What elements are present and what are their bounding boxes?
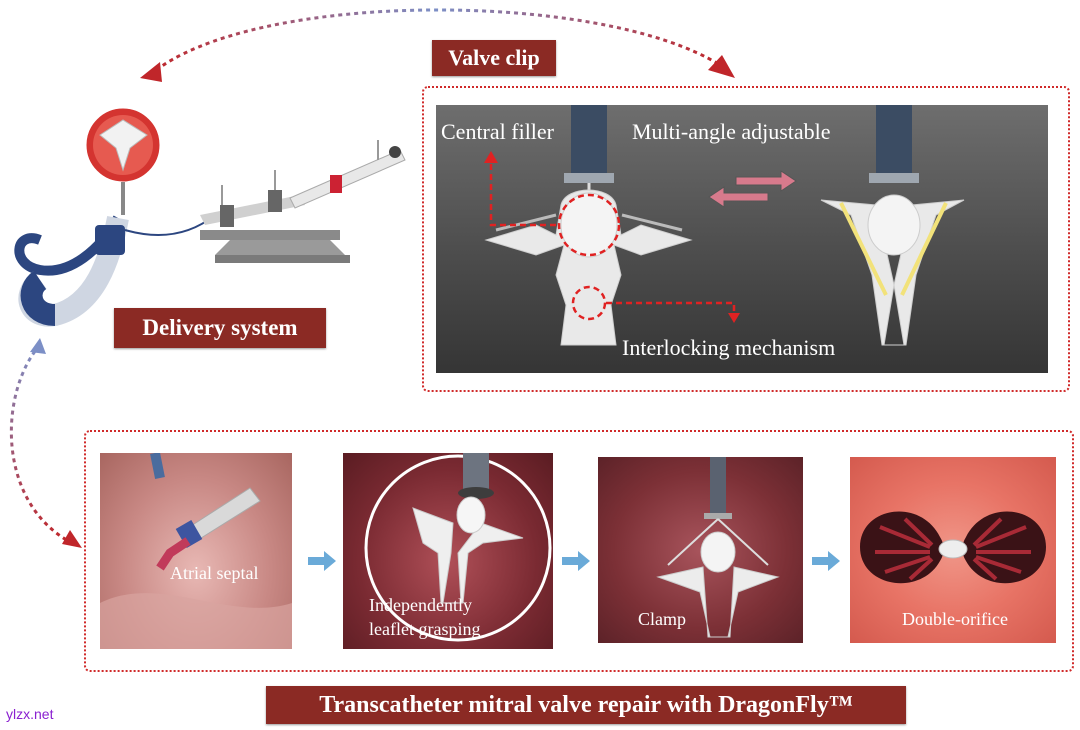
central-filler-label: Central filler	[441, 119, 555, 144]
delivery-system-illustration	[14, 105, 406, 327]
catheter-crossing-render	[100, 453, 292, 649]
procedure-steps-box	[84, 430, 1074, 672]
valve-clip-render	[484, 105, 965, 346]
step-clamp-image: Clamp	[598, 457, 803, 643]
watermark-text: ylzx.net	[6, 706, 54, 722]
valve-clip-panel: Central filler Multi-angle adjustable In…	[436, 105, 1048, 373]
step-arrow-2	[562, 551, 590, 571]
step-clamp-label: Clamp	[638, 609, 686, 629]
step-leaflet-grasping-label-1: Independently	[369, 595, 472, 615]
double-orifice-render	[860, 511, 1046, 584]
step-atrial-septal-label: Atrial septal	[170, 563, 259, 583]
step-double-orifice-label: Double-orifice	[902, 609, 1008, 629]
step-atrial-septal-image: Atrial septal	[100, 453, 292, 649]
multi-angle-label: Multi-angle adjustable	[632, 119, 831, 144]
delivery-system-title: Delivery system	[114, 308, 326, 348]
top-curved-arrow	[140, 8, 735, 82]
valve-clip-title: Valve clip	[432, 40, 556, 76]
clamp-render	[656, 457, 780, 638]
step-leaflet-grasping-label-2: leaflet grasping	[369, 619, 481, 639]
valve-clip-box	[422, 86, 1070, 392]
left-curved-arrow	[9, 338, 82, 548]
step-double-orifice-image: Double-orifice	[850, 457, 1056, 643]
step-arrow-1	[308, 551, 336, 571]
interlocking-label: Interlocking mechanism	[622, 335, 836, 360]
leaflet-grasping-render	[364, 453, 552, 642]
step-leaflet-grasping-image: Independently leaflet grasping	[343, 453, 553, 649]
step-arrow-3	[812, 551, 840, 571]
bottom-title: Transcatheter mitral valve repair with D…	[266, 686, 906, 724]
